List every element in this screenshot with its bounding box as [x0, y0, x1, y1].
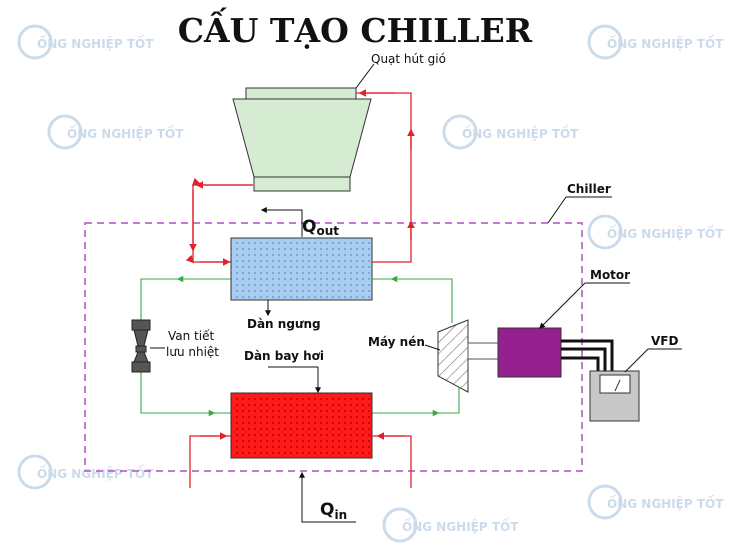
refrigerant-line-evaporator-to-compressor	[372, 388, 460, 414]
compressor-label: Máy nén	[368, 335, 425, 349]
q-out-arrow	[260, 207, 303, 237]
valve-label-line1: Van tiết	[168, 329, 214, 343]
tower-body	[232, 98, 372, 178]
q-in-arrow	[299, 471, 356, 523]
watermark: ỐNG NGHIỆP TỐT	[17, 24, 154, 60]
refrigerant-line-compressor-to-condenser	[372, 278, 453, 323]
watermark: ỐNG NGHIỆP TỐT	[382, 507, 519, 543]
watermark-text: ỐNG NGHIỆP TỐT	[607, 494, 724, 511]
chiller-label: Chiller	[567, 182, 611, 196]
vfd	[589, 370, 640, 422]
watermark: ỐNG NGHIỆP TỐT	[587, 24, 724, 60]
vfd-cable	[561, 339, 614, 372]
vfd-gauge	[599, 374, 631, 394]
expansion-valve	[131, 319, 151, 373]
watermark: ỐNG NGHIỆP TỐT	[17, 454, 154, 490]
page-title: CẤU TẠO CHILLER	[178, 6, 533, 50]
watermark-text: ỐNG NGHIỆP TỐT	[67, 124, 184, 141]
chiller-leader	[547, 196, 567, 224]
watermark-text: ỐNG NGHIỆP TỐT	[402, 517, 519, 534]
tower-top	[245, 87, 357, 100]
fan-leader	[355, 63, 375, 89]
watermark-text: ỐNG NGHIỆP TỐT	[462, 124, 579, 141]
vfd-label: VFD	[651, 334, 678, 348]
compressor-shaft	[467, 342, 499, 360]
q-out-label: Qout	[302, 217, 339, 238]
evaporator-label: Dàn bay hơi	[244, 349, 324, 363]
cooling-tower	[232, 87, 372, 192]
watermark-text: ỐNG NGHIỆP TỐT	[607, 224, 724, 241]
condenser-label: Dàn ngưng	[247, 317, 321, 331]
watermarks: ỐNG NGHIỆP TỐT ỐNG NGHIỆP TỐT ỐNG NGHIỆP…	[17, 24, 724, 543]
watermark-text: ỐNG NGHIỆP TỐT	[607, 34, 724, 51]
chilled-water-supply-line	[372, 435, 412, 488]
condenser	[230, 237, 373, 301]
motor-label: Motor	[590, 268, 630, 282]
compressor	[437, 319, 469, 393]
chilled-water-return-line	[189, 435, 231, 488]
vfd-needle	[614, 379, 621, 392]
watermark-text: ỐNG NGHIỆP TỐT	[37, 34, 154, 51]
compressor-leader	[424, 344, 441, 351]
watermark-text: ỐNG NGHIỆP TỐT	[37, 464, 154, 481]
motor	[497, 327, 562, 378]
watermark: ỐNG NGHIỆP TỐT	[442, 114, 579, 150]
evaporator	[230, 392, 373, 459]
valve-label-line2: lưu nhiệt	[166, 345, 219, 359]
refrigerant-line-condenser-to-valve	[140, 278, 231, 320]
vfd-leader	[624, 348, 649, 373]
motor-leader	[539, 282, 586, 329]
tower-basin	[253, 176, 351, 192]
watermark: ỐNG NGHIỆP TỐT	[587, 484, 724, 520]
fan-label: Quạt hút gió	[371, 52, 446, 66]
watermark: ỐNG NGHIỆP TỐT	[47, 114, 184, 150]
watermark: ỐNG NGHIỆP TỐT	[587, 214, 724, 250]
refrigerant-line-valve-to-evaporator	[140, 372, 231, 414]
q-in-label: Qin	[320, 500, 347, 522]
